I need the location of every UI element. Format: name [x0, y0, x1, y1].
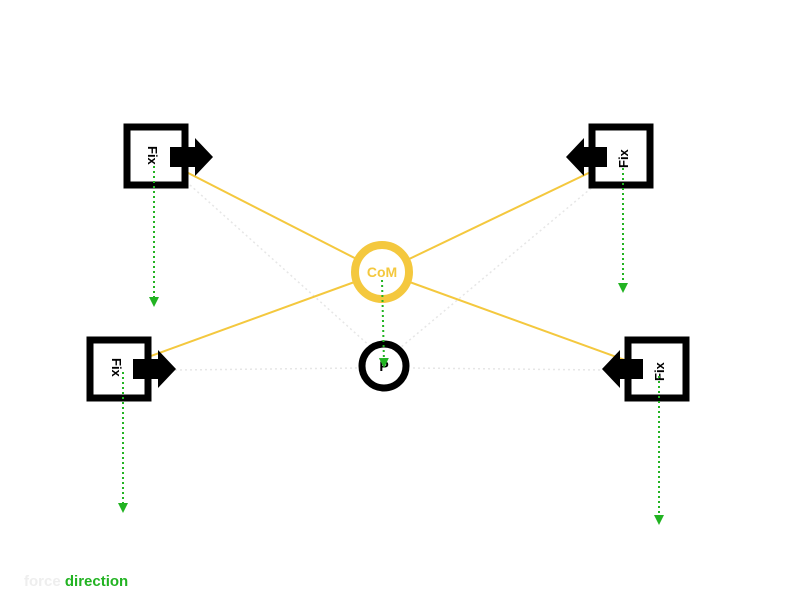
fixture-label: Fix [109, 358, 124, 378]
legend-faint-label: force [24, 573, 61, 590]
spring-line-bottom-left [117, 271, 383, 369]
faint-link-bottom-left [174, 367, 361, 371]
legend: force direction [24, 573, 128, 590]
fixture-arrow-icon [602, 350, 643, 388]
fixture-bottom-left[interactable]: Fix [86, 336, 176, 402]
faint-link-top-right [399, 184, 596, 349]
center-of-mass-ring [351, 241, 413, 303]
fixture-label: Fix [145, 146, 160, 166]
fixture-bottom-right[interactable]: Fix [602, 336, 690, 402]
direction-arrow-center [378, 279, 389, 368]
faint-link-bottom-right [409, 367, 606, 371]
center-of-mass-node[interactable]: CoM [351, 241, 413, 303]
spring-line-top-left [152, 154, 383, 273]
fixture-top-right[interactable]: Fix [566, 123, 654, 189]
fixture-label: Fix [652, 361, 667, 381]
fixture-frame [588, 123, 654, 189]
legend-direction-label: direction [64, 573, 129, 590]
spring-lines [117, 154, 659, 373]
fixture-arrow-icon [566, 138, 607, 176]
faint-link-top-left [189, 184, 373, 349]
fixture-arrow-icon [170, 138, 213, 176]
center-of-mass-label: CoM [367, 264, 397, 280]
spring-line-top-right [381, 156, 623, 273]
direction-arrows [118, 166, 664, 525]
fixture-top-left[interactable]: Fix [123, 123, 213, 189]
spring-line-bottom-right [381, 271, 659, 373]
fixture-arrow-icon [133, 350, 176, 388]
faint-force-links [174, 184, 606, 371]
fixture-label: Fix [616, 148, 631, 168]
